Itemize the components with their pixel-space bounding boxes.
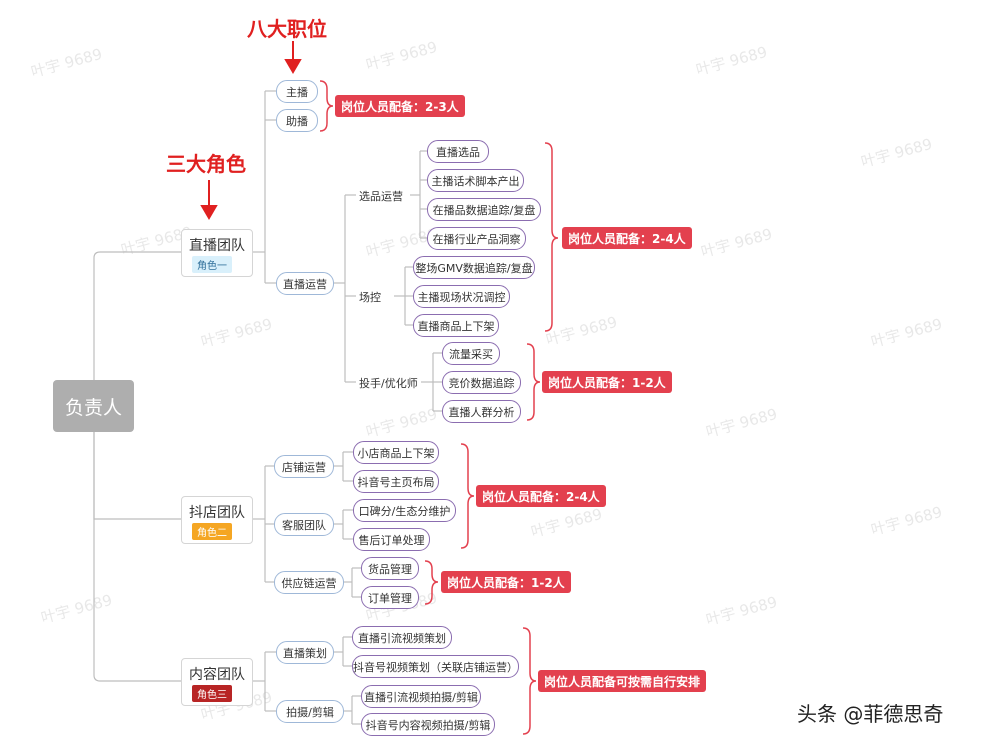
- leaf-item[interactable]: 竞价数据追踪: [442, 371, 521, 394]
- node-ad-optimizer[interactable]: 投手/优化师: [359, 377, 418, 390]
- team-shop-badge: 角色二: [192, 523, 232, 540]
- leaf-item[interactable]: 整场GMV数据追踪/复盘: [413, 256, 535, 279]
- node-supply-ops[interactable]: 供应链运营: [274, 571, 344, 594]
- team-live-name: 直播团队: [189, 238, 245, 254]
- leaf-item[interactable]: 直播选品: [427, 140, 489, 163]
- team-live[interactable]: 直播团队 角色一: [181, 229, 253, 277]
- leaf-item[interactable]: 主播现场状况调控: [413, 285, 510, 308]
- node-live-planning[interactable]: 直播策划: [276, 641, 334, 664]
- leaf-item[interactable]: 订单管理: [361, 586, 419, 609]
- node-shop-ops[interactable]: 店铺运营: [274, 455, 334, 478]
- credit-text: 头条 @菲德思奇: [797, 702, 944, 726]
- node-anchor[interactable]: 主播: [276, 80, 318, 103]
- team-shop[interactable]: 抖店团队 角色二: [181, 496, 253, 544]
- root-node[interactable]: 负责人: [53, 380, 134, 432]
- node-assistant[interactable]: 助播: [276, 109, 318, 132]
- root-label: 负责人: [64, 396, 122, 419]
- staffing-label: 岗位人员配备可按需自行安排: [538, 670, 707, 692]
- node-shoot-edit[interactable]: 拍摄/剪辑: [276, 700, 344, 723]
- leaf-item[interactable]: 在播品数据追踪/复盘: [427, 198, 541, 221]
- leaf-item[interactable]: 主播话术脚本产出: [427, 169, 524, 192]
- leaf-item[interactable]: 售后订单处理: [353, 528, 430, 551]
- staffing-label: 岗位人员配备：2-4人: [476, 485, 606, 507]
- leaf-item[interactable]: 流量采买: [442, 342, 500, 365]
- team-content-name: 内容团队: [189, 667, 245, 683]
- staffing-label: 岗位人员配备：1-2人: [441, 571, 571, 593]
- node-selection-ops[interactable]: 选品运营: [359, 190, 403, 203]
- leaf-item[interactable]: 直播引流视频策划: [352, 626, 452, 649]
- node-field-control[interactable]: 场控: [359, 291, 381, 304]
- node-live-ops[interactable]: 直播运营: [276, 272, 334, 295]
- annotation-positions: 八大职位: [247, 17, 327, 41]
- leaf-item[interactable]: 口碑分/生态分维护: [353, 499, 456, 522]
- team-content[interactable]: 内容团队 角色三: [181, 658, 253, 706]
- leaf-item[interactable]: 货品管理: [361, 557, 419, 580]
- leaf-item[interactable]: 抖音号主页布局: [353, 470, 439, 493]
- staffing-label: 岗位人员配备：2-4人: [562, 227, 692, 249]
- annotation-roles: 三大角色: [166, 152, 246, 176]
- team-content-badge: 角色三: [192, 685, 232, 702]
- team-live-badge: 角色一: [192, 256, 232, 273]
- leaf-item[interactable]: 小店商品上下架: [353, 441, 439, 464]
- leaf-item[interactable]: 在播行业产品洞察: [427, 227, 526, 250]
- team-shop-name: 抖店团队: [189, 505, 245, 521]
- staffing-label: 岗位人员配备：1-2人: [542, 371, 672, 393]
- leaf-item[interactable]: 抖音号内容视频拍摄/剪辑: [361, 713, 495, 736]
- node-cs-team[interactable]: 客服团队: [274, 513, 334, 536]
- leaf-item[interactable]: 抖音号视频策划（关联店铺运营）: [352, 655, 519, 678]
- staffing-label: 岗位人员配备：2-3人: [335, 95, 465, 117]
- leaf-item[interactable]: 直播人群分析: [442, 400, 521, 423]
- leaf-item[interactable]: 直播商品上下架: [413, 314, 499, 337]
- leaf-item[interactable]: 直播引流视频拍摄/剪辑: [361, 685, 481, 708]
